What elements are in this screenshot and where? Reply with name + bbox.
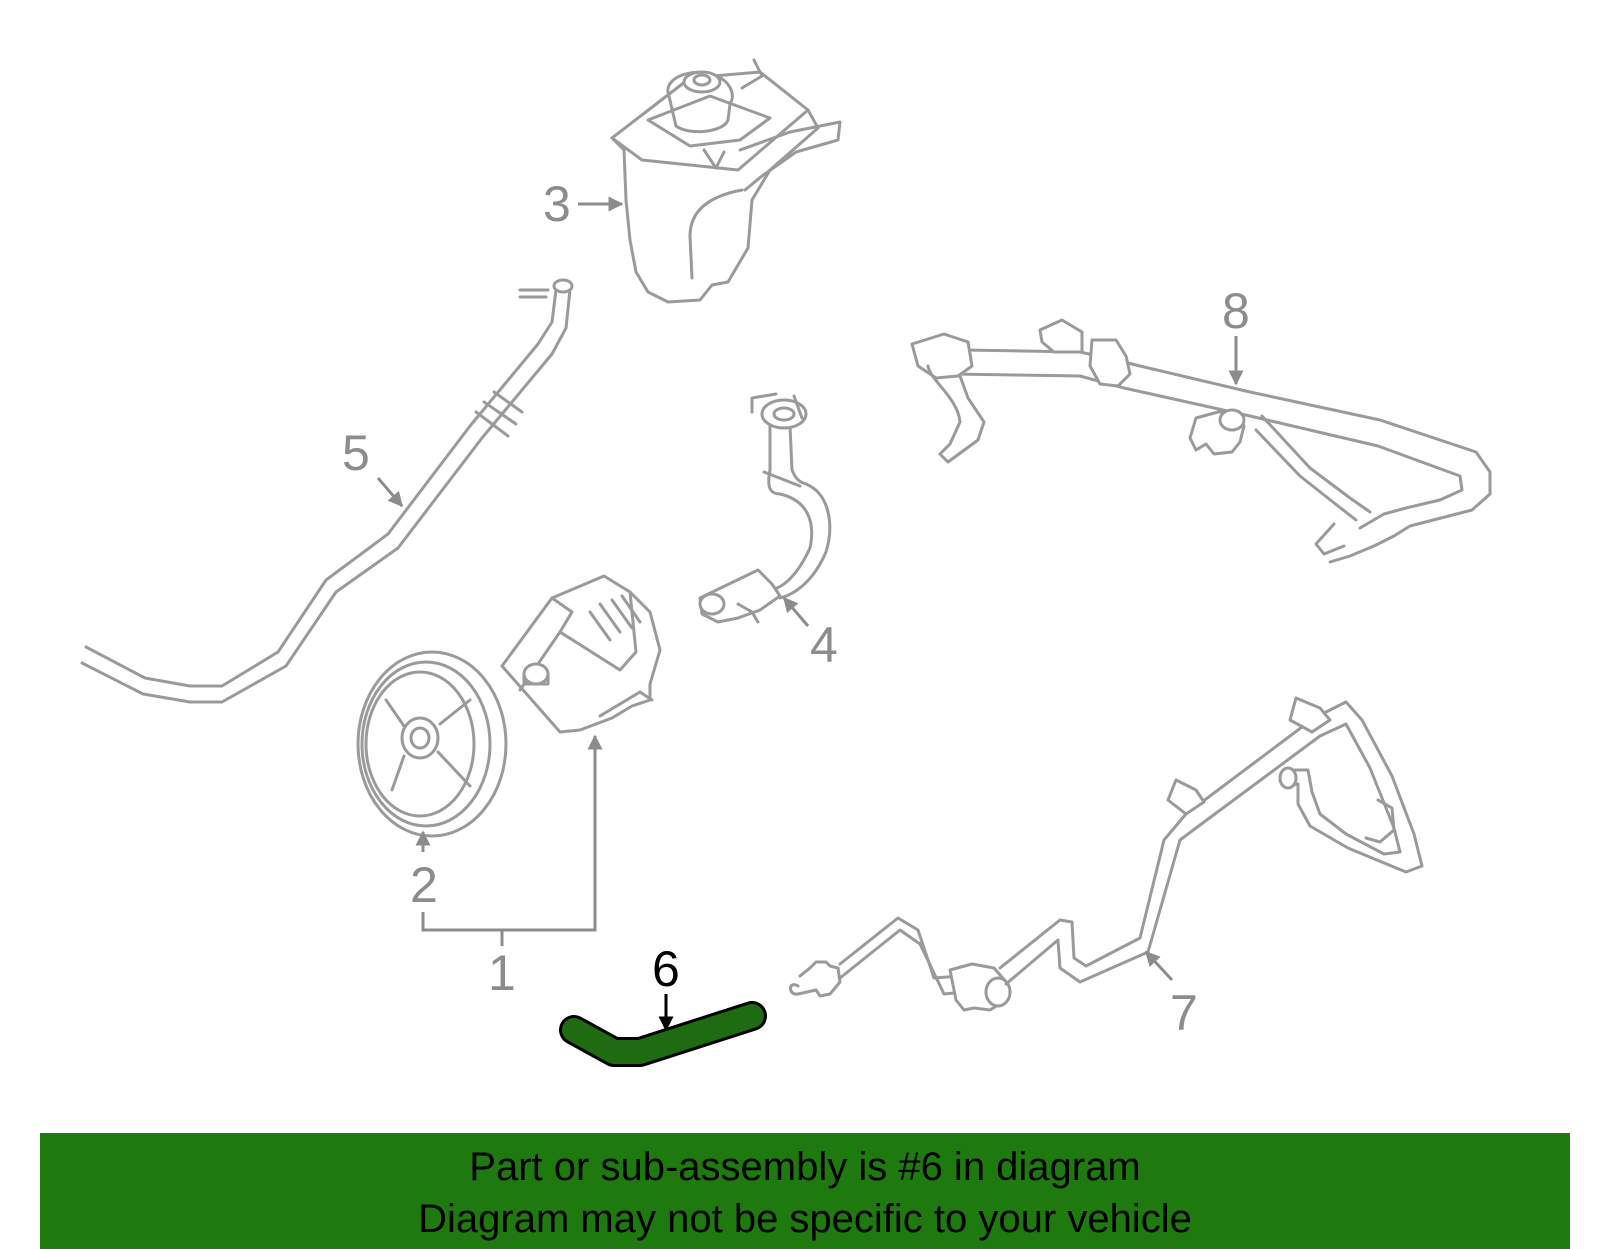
banner-line-2: Diagram may not be specific to your vehi… [418, 1197, 1192, 1241]
part-2-pulley[interactable] [356, 650, 508, 838]
leader-4 [782, 596, 810, 627]
callout-3: 3 [543, 176, 571, 232]
callout-7: 7 [1170, 985, 1198, 1041]
part-6-hose-highlighted[interactable] [559, 1001, 767, 1067]
callout-4: 4 [810, 617, 838, 673]
leader-7 [1144, 950, 1174, 982]
part-5-return-hose[interactable] [80, 278, 574, 704]
part-8-pressure-line[interactable] [910, 318, 1492, 564]
part-1-pump[interactable] [500, 574, 662, 734]
leader-5 [376, 477, 404, 508]
banner-line-1: Part or sub-assembly is #6 in diagram [469, 1145, 1141, 1189]
callout-8: 8 [1222, 283, 1250, 339]
part-7-pressure-line-assembly[interactable] [789, 696, 1424, 1012]
part-4-hose[interactable] [698, 392, 832, 624]
callout-1: 1 [488, 945, 516, 1001]
callout-2: 2 [410, 857, 438, 913]
leader-1-bracket [421, 734, 603, 932]
callout-6: 6 [652, 941, 680, 997]
callout-5: 5 [342, 425, 370, 481]
info-banner: Part or sub-assembly is #6 in diagram Di… [40, 1133, 1570, 1249]
part-3-reservoir[interactable] [610, 58, 842, 304]
